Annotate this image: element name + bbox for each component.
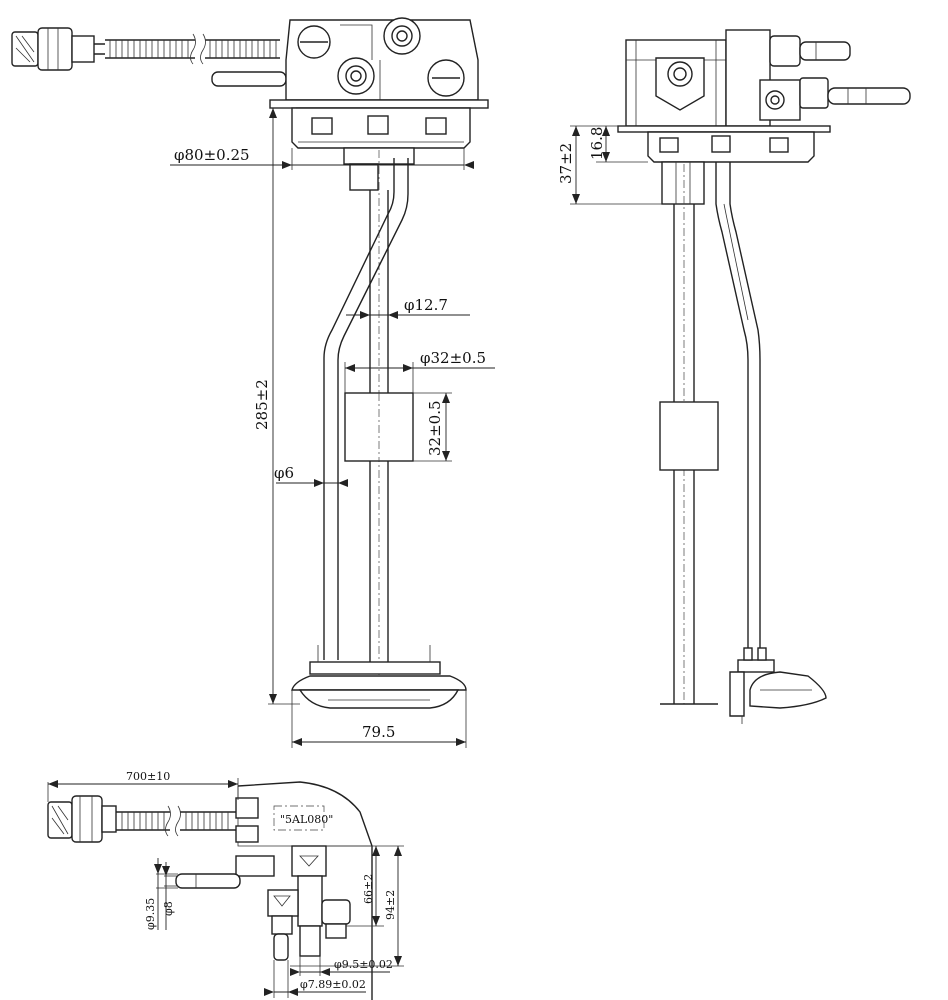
return-tube: [323, 158, 409, 660]
top-view: "5AL080": [47, 770, 404, 1000]
side-view-dimensions: [570, 125, 662, 205]
dim-port-height-2: 94±2: [384, 890, 397, 920]
flange: [269, 99, 489, 149]
front-view-dimensions: [170, 107, 495, 748]
top-view-dimensions: [47, 778, 404, 998]
top-cable: [47, 795, 236, 843]
dim-outlet-diameter: φ9.5±0.02: [334, 958, 393, 971]
dim-tube-diameter: φ12.7: [404, 296, 448, 314]
dim-float-diameter: φ32±0.5: [420, 349, 486, 367]
side-return-tube: [715, 162, 761, 660]
pump-head: [285, 17, 479, 101]
strainer: [291, 645, 467, 709]
dim-base-width: 79.5: [362, 723, 395, 741]
tube-fitting: [349, 163, 379, 191]
dim-return-tube: φ6: [274, 464, 294, 482]
top-ports: [175, 845, 351, 961]
cable-harness: [11, 27, 280, 71]
side-tube: [659, 161, 719, 705]
dim-nipple-inner: φ8: [162, 901, 175, 916]
dim-head-depth: 37±2: [557, 143, 575, 184]
dim-port-height-1: 66±2: [362, 874, 375, 904]
dim-total-length: 285±2: [253, 379, 271, 430]
dim-inlet-diameter: φ7.89±0.02: [300, 978, 366, 991]
side-strainer: [729, 647, 827, 724]
side-flange: [617, 125, 831, 163]
part-label: "5AL080": [280, 813, 333, 826]
dim-cable-length: 700±10: [126, 770, 170, 783]
side-view: 16.8 37±2: [557, 29, 911, 724]
side-head: [625, 29, 911, 127]
dim-nipple-outer: φ9.35: [144, 898, 157, 930]
dim-flange-diameter: φ80±0.25: [174, 146, 250, 164]
inlet-nipple: [211, 71, 287, 87]
front-view: φ80±0.25 φ12.7 φ32±0.5 32±0.5 285±2 φ6 7…: [11, 17, 495, 748]
dim-flange-thickness: 16.8: [588, 127, 606, 160]
dim-float-height: 32±0.5: [426, 400, 444, 456]
